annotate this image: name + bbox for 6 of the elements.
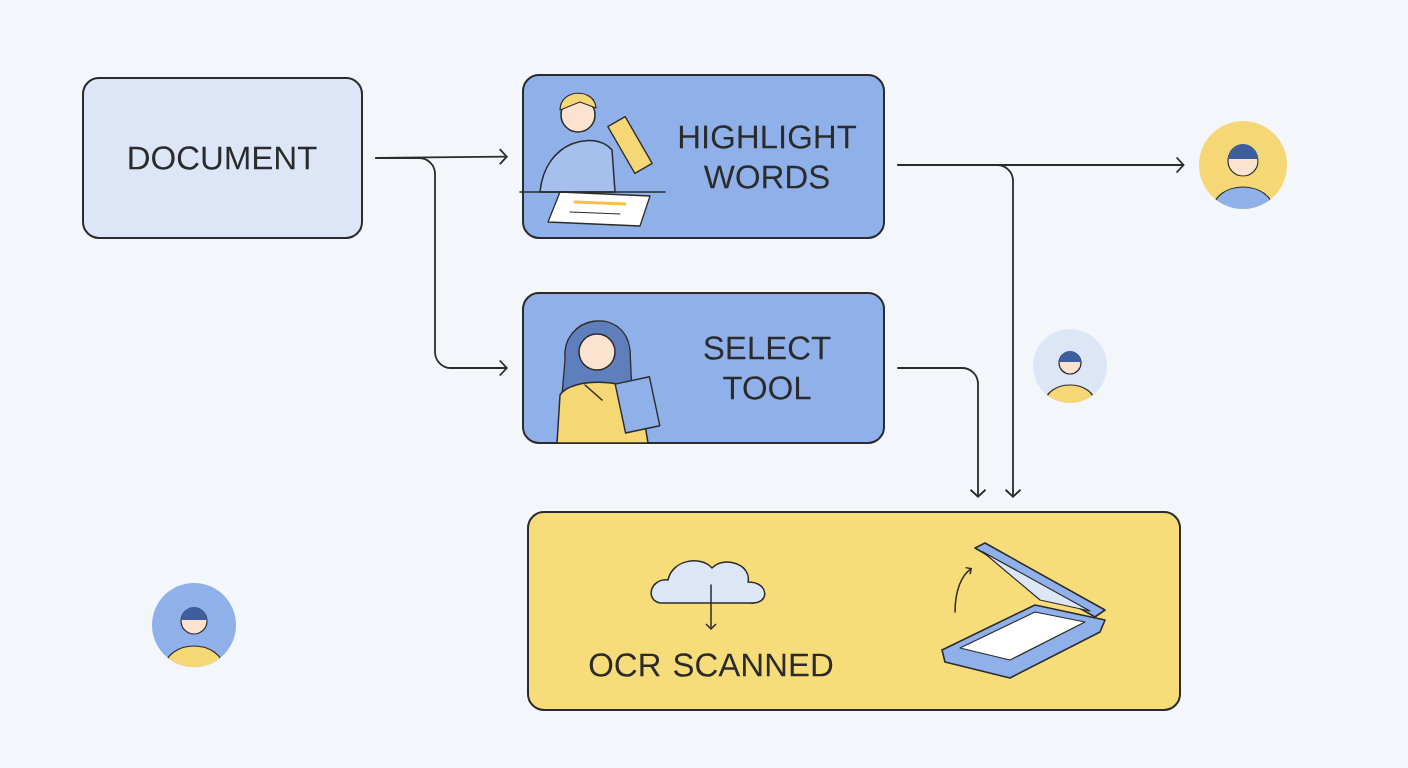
arrow xyxy=(897,164,1022,498)
process-box: DOCUMENT xyxy=(82,77,363,239)
avatar xyxy=(1199,121,1287,209)
process-box: OCR SCANNED xyxy=(527,511,1181,711)
arrow xyxy=(897,367,987,498)
arrow xyxy=(375,157,508,377)
